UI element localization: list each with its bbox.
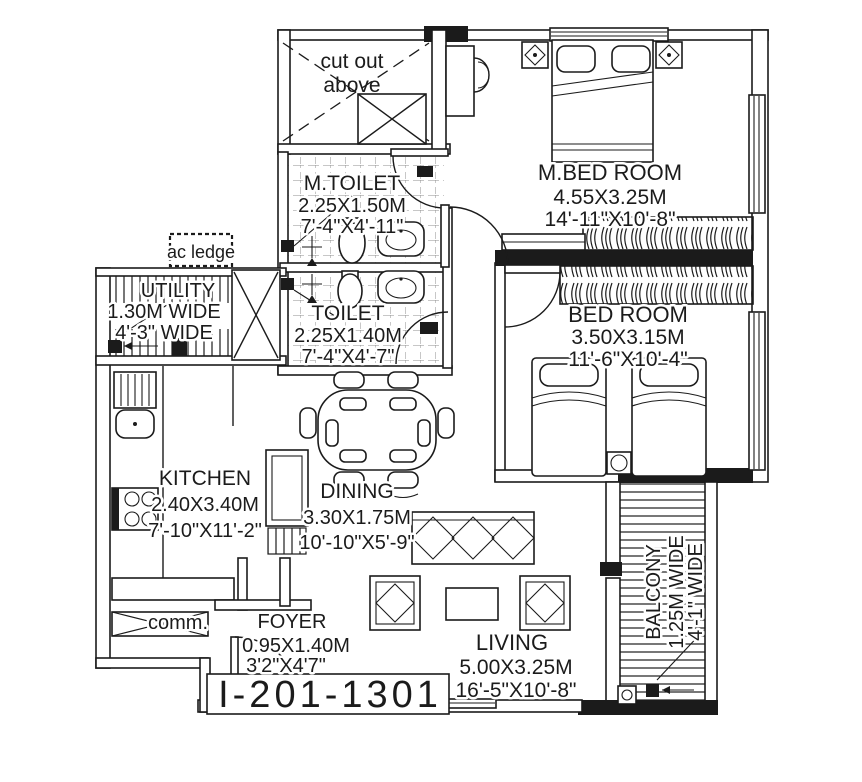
- balcony-deck-hatch: [620, 482, 716, 704]
- bedroom-furniture: [531, 357, 707, 477]
- armchair-right: [519, 575, 571, 631]
- mtoilet-metric: 2.25X1.50M: [298, 195, 406, 217]
- cutout-label-line1: cut out: [320, 50, 383, 73]
- kitchen-stove: [111, 487, 159, 531]
- utility-metric: 1.30M WIDE: [107, 301, 220, 323]
- mbedroom-imperial: 14'-11"X10'-8": [544, 208, 675, 231]
- kitchen-name: KITCHEN: [159, 467, 251, 490]
- window-bedroom-right: [748, 311, 766, 471]
- mtoilet-fixtures: [281, 195, 425, 266]
- plumbing-point-mtoilet: [281, 195, 353, 266]
- mtoilet-door: [390, 148, 449, 209]
- foyer-imperial: 3'2"X4'7": [246, 655, 326, 677]
- cutout-label-line2: above: [323, 74, 380, 97]
- bedroom-wardrobe: [559, 265, 754, 305]
- toilet-fixtures: [281, 270, 425, 319]
- dresser-and-chair: [445, 45, 490, 117]
- kitchen-metric: 2.40X3.40M: [151, 494, 259, 516]
- utility-drains: [108, 302, 187, 356]
- windows: [403, 27, 766, 709]
- cut-out-area: [282, 42, 430, 145]
- ac-ledge-label: ac ledge: [167, 242, 235, 262]
- balcony-drain: [617, 629, 705, 705]
- single-bed-right: [631, 357, 707, 477]
- bedroom-name: BED ROOM: [568, 302, 688, 327]
- living-imperial: 16'-5"X10'-8": [456, 679, 577, 702]
- window-mbedroom-top: [549, 27, 669, 42]
- mbedroom-metric: 4.55X3.25M: [553, 186, 666, 209]
- bedside-table: [606, 451, 632, 475]
- mbedroom-furniture: [445, 39, 683, 163]
- dining-set: [299, 371, 455, 499]
- kitchen-sink: [113, 371, 157, 439]
- kitchen-imperial: 7'-10"X11'-2": [148, 520, 262, 542]
- toilet-name: TOILET: [311, 302, 384, 325]
- balcony-door-marker: [600, 562, 622, 576]
- walls: [95, 26, 769, 715]
- foyer-name: FOYER: [258, 611, 327, 633]
- mtoilet-imperial: 7'-4"X4'-11": [301, 216, 404, 238]
- utility-name: UTILITY: [141, 280, 215, 302]
- toilet-imperial: 7'-4"X4'-7": [302, 346, 395, 368]
- refrigerator: [265, 449, 309, 555]
- dining-name: DINING: [320, 480, 394, 503]
- toilet-door: [395, 311, 449, 365]
- plumbing-point-toilet: [281, 274, 339, 319]
- living-set: [369, 511, 571, 631]
- single-bed-left: [531, 357, 607, 477]
- bedroom-imperial: 11'-6"X10'-4": [568, 348, 687, 371]
- bedside-lamp-left: [521, 41, 549, 69]
- utility-imperial: 4'-3" WIDE: [115, 322, 213, 344]
- mbedroom-name: M.BED ROOM: [538, 160, 682, 185]
- comm-ledge: [111, 611, 209, 637]
- comm-label: comm.: [148, 612, 208, 634]
- mbedroom-wardrobe: [501, 216, 754, 251]
- wardrobes: [501, 216, 754, 305]
- unit-number-label: I-201-1301: [218, 674, 442, 716]
- balcony-name: BALCONY: [643, 544, 665, 640]
- mbedroom-door: [440, 204, 509, 268]
- bedroom-metric: 3.50X3.15M: [571, 326, 684, 349]
- coffee-table: [445, 587, 499, 621]
- double-bed: [551, 39, 654, 163]
- bedroom-door: [504, 264, 561, 328]
- window-mbedroom-right: [748, 94, 766, 214]
- bedside-lamp-right: [655, 41, 683, 69]
- unit-number-box: [206, 673, 450, 715]
- mtoilet-name: M.TOILET: [304, 172, 401, 195]
- living-metric: 5.00X3.25M: [459, 656, 572, 679]
- utility-floor-hatch: [110, 276, 230, 356]
- foyer-metric: 0.95X1.40M: [242, 635, 350, 657]
- kitchen-fixtures: [111, 366, 309, 578]
- labels: cut out above M.TOILET 2.25X1.50M 7'-4"X…: [105, 50, 710, 719]
- armchair-left: [369, 575, 421, 631]
- balcony-imperial: 4'-1" WIDE: [685, 543, 707, 641]
- dining-metric: 3.30X1.75M: [303, 507, 411, 529]
- shaft-x-box: [231, 269, 281, 361]
- sofa-3seat: [411, 511, 535, 565]
- living-name: LIVING: [476, 630, 548, 655]
- doors: [230, 148, 622, 704]
- toilet-metric: 2.25X1.40M: [294, 325, 402, 347]
- balcony-metric: 1.25M WIDE: [666, 535, 688, 648]
- dining-imperial: 10'-10"X5'-9": [299, 532, 414, 554]
- ac-ledge: [168, 232, 234, 268]
